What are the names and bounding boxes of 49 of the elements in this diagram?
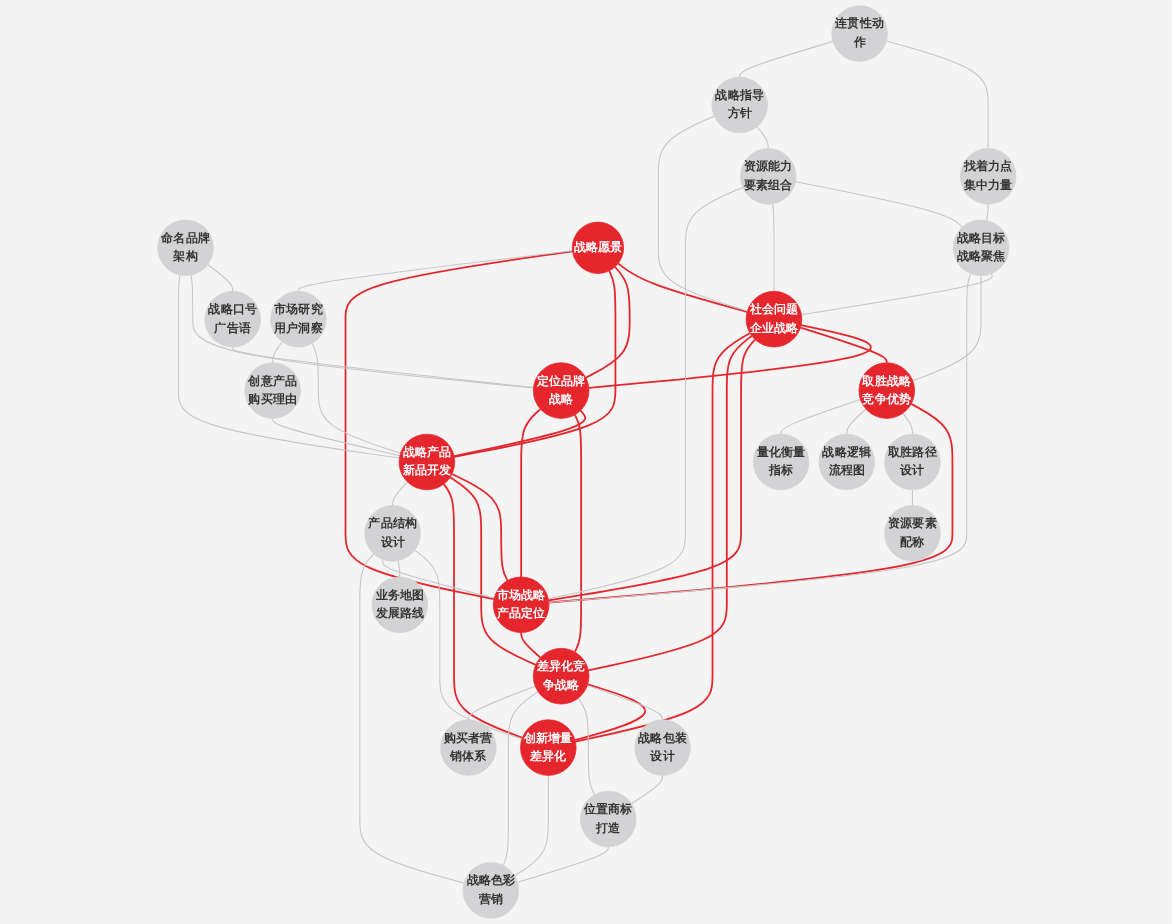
connector xyxy=(391,481,408,507)
connector xyxy=(231,346,534,389)
connector xyxy=(779,398,861,435)
connector xyxy=(616,262,748,313)
connector xyxy=(800,273,992,316)
connector xyxy=(519,408,541,578)
connector xyxy=(450,473,508,582)
connector xyxy=(448,476,536,666)
connector xyxy=(442,483,523,739)
connector xyxy=(177,274,399,459)
connector xyxy=(573,683,646,742)
connector xyxy=(985,203,988,221)
connector xyxy=(358,553,464,884)
connector xyxy=(547,403,953,604)
connector xyxy=(452,269,616,458)
connector xyxy=(271,417,400,457)
connector xyxy=(576,697,595,796)
connector xyxy=(587,324,871,389)
connector xyxy=(794,181,962,228)
connector xyxy=(901,412,913,435)
connector xyxy=(584,266,630,379)
connector xyxy=(296,250,573,292)
connector xyxy=(547,273,971,604)
connector xyxy=(189,274,534,389)
connector xyxy=(452,409,586,458)
connector xyxy=(546,186,743,600)
connector xyxy=(573,414,582,653)
connector xyxy=(271,341,282,364)
connector xyxy=(343,250,573,601)
connector xyxy=(845,408,866,435)
connector xyxy=(656,115,747,312)
connector xyxy=(519,631,541,659)
connector xyxy=(911,275,981,382)
connector xyxy=(206,264,233,292)
connector xyxy=(310,342,401,454)
connector xyxy=(798,326,887,364)
connector xyxy=(885,40,988,150)
connector xyxy=(738,40,833,78)
connector xyxy=(516,846,608,883)
connector xyxy=(630,774,663,805)
connector xyxy=(501,691,538,866)
connector xyxy=(413,549,522,740)
connector xyxy=(546,338,756,602)
connector xyxy=(755,126,768,150)
connector xyxy=(586,335,752,672)
connector xyxy=(513,774,548,877)
connector xyxy=(573,332,750,743)
connector xyxy=(466,685,535,721)
connector xyxy=(586,684,663,721)
